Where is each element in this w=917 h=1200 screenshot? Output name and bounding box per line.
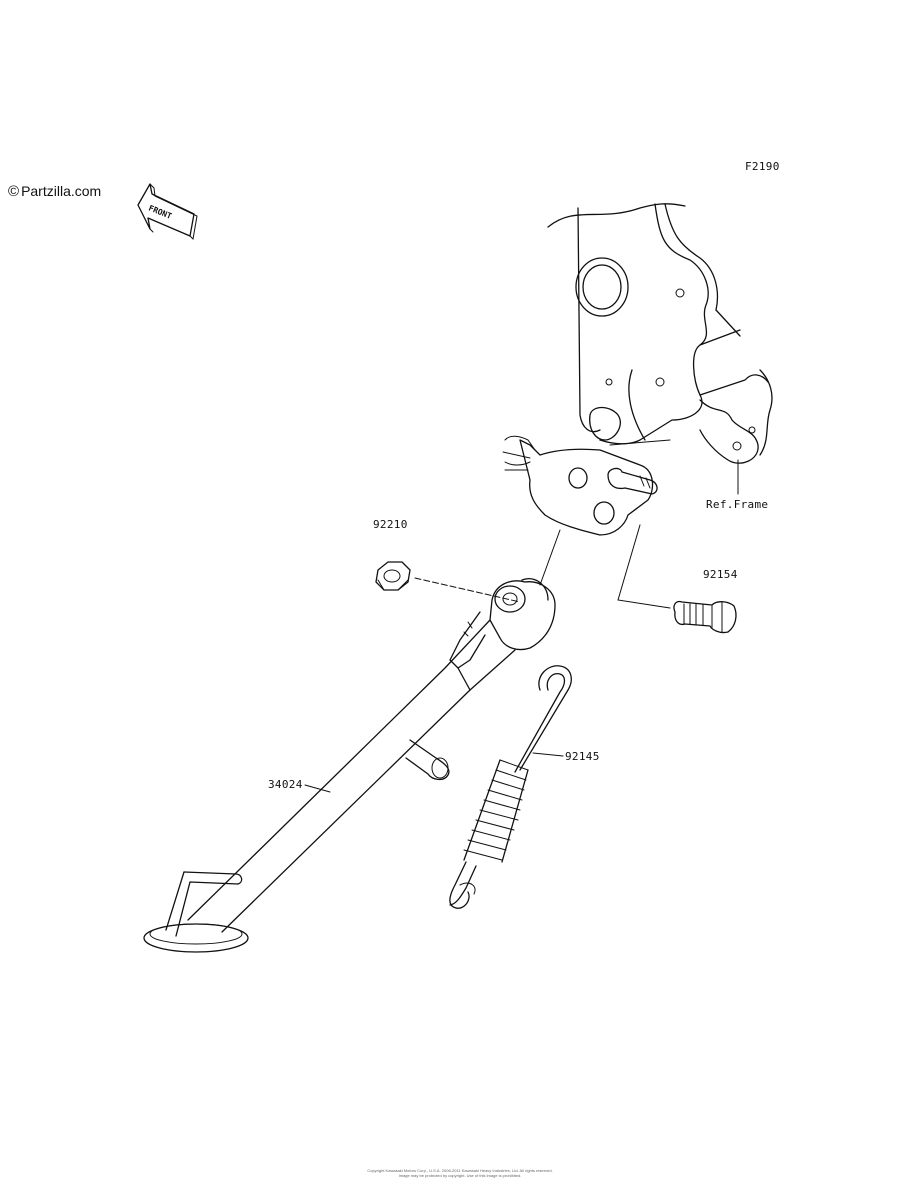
callout-92210[interactable]: 92210 [373, 518, 408, 531]
nut-92210 [375, 561, 411, 591]
front-arrow-icon: FRONT [137, 183, 198, 241]
callout-34024[interactable]: 34024 [268, 778, 303, 791]
front-arrow-text: FRONT [147, 204, 173, 221]
copyright-footer: Copyright Kawasaki Motors Corp., U.S.A. … [340, 1168, 580, 1178]
watermark-text: Partzilla.com [21, 183, 102, 199]
partzilla-watermark: ©Partzilla.com [8, 183, 101, 200]
nut-leader [414, 577, 521, 603]
stand-leader [304, 784, 331, 793]
frame-outline [502, 203, 773, 536]
spring-92145 [449, 665, 572, 909]
side-stand-34024 [143, 578, 556, 953]
copyright-symbol: © [8, 183, 20, 200]
diagram-code: F2190 [745, 160, 780, 173]
footer-line-2: Image may be protected by copyright. Use… [398, 1173, 522, 1178]
footer-line-1: Copyright Kawasaki Motors Corp., U.S.A. … [367, 1168, 553, 1173]
bolt-92154 [673, 600, 737, 634]
spring-leader [532, 752, 564, 757]
bolt-leader [617, 524, 671, 609]
callout-ref-frame[interactable]: Ref.Frame [706, 498, 769, 511]
callout-92154[interactable]: 92154 [703, 568, 738, 581]
callout-92145[interactable]: 92145 [565, 750, 600, 763]
stand-pivot-leader [539, 529, 561, 586]
